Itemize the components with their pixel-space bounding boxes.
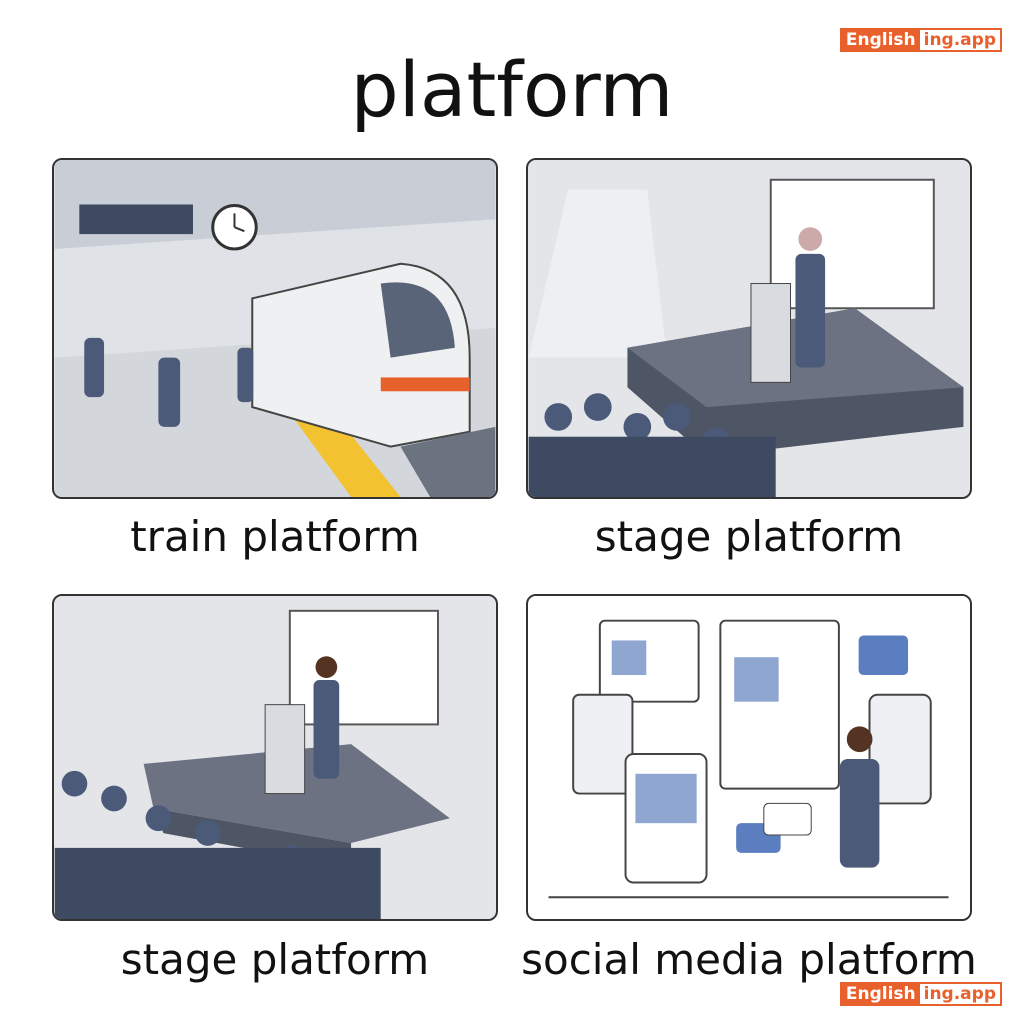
logo-part1: English xyxy=(841,984,920,1004)
caption-train-platform: train platform xyxy=(130,512,420,561)
logo-part2: ing.app xyxy=(919,984,1000,1004)
caption-stage-platform-2: stage platform xyxy=(120,935,430,984)
caption-social-media-platform: social media platform xyxy=(521,935,977,984)
logo-part1: English xyxy=(841,30,920,50)
stage-platform-illustration-1 xyxy=(528,160,970,497)
social-media-illustration xyxy=(528,596,970,919)
page-title: platform xyxy=(350,45,674,134)
panel-train-platform xyxy=(52,158,498,499)
logo-part2: ing.app xyxy=(919,30,1000,50)
train-platform-illustration xyxy=(54,160,496,497)
caption-stage-platform-1: stage platform xyxy=(594,512,904,561)
panel-stage-platform-1 xyxy=(526,158,972,499)
panel-stage-platform-2 xyxy=(52,594,498,921)
panel-social-media-platform xyxy=(526,594,972,921)
stage-platform-illustration-2 xyxy=(54,596,496,919)
